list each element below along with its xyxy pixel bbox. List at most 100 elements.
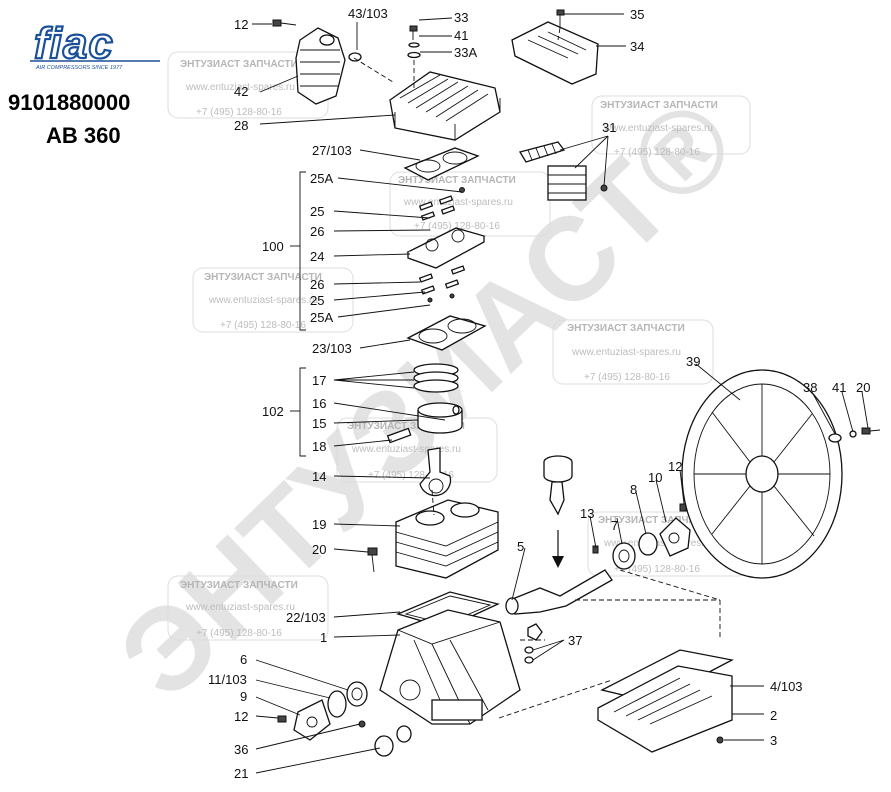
svg-text:+7 (495) 128-80-16: +7 (495) 128-80-16 (584, 372, 670, 383)
callout: 25A (310, 310, 333, 325)
piston-pin (386, 427, 412, 444)
filter (518, 141, 608, 201)
callout: 27/103 (312, 143, 352, 158)
flywheel-pulley (681, 369, 843, 579)
valve-set (418, 187, 466, 303)
callout: 10 (648, 470, 662, 485)
svg-text:www.entuziast-spares.ru: www.entuziast-spares.ru (571, 347, 681, 358)
bearing-left (277, 681, 412, 757)
pulley-fasteners (828, 427, 881, 443)
callout: 8 (630, 482, 637, 497)
callout: 23/103 (312, 341, 352, 356)
svg-text:+7 (495) 128-80-16: +7 (495) 128-80-16 (196, 628, 282, 639)
callout: 7 (611, 518, 618, 533)
svg-text:ЭНТУЗИАСТ ЗАПЧАСТИ: ЭНТУЗИАСТ ЗАПЧАСТИ (567, 323, 685, 334)
screw (556, 9, 565, 28)
callout: 41 (832, 380, 846, 395)
callout: 36 (234, 742, 248, 757)
inlet-manifold (295, 27, 346, 105)
callout: 38 (803, 380, 817, 395)
callout: 9 (240, 689, 247, 704)
head-cover (511, 21, 599, 85)
group-bracket-100 (290, 171, 306, 331)
callout: 24 (310, 249, 324, 264)
svg-text:www.entuziast-spares.ru: www.entuziast-spares.ru (208, 295, 318, 306)
callout: 18 (312, 439, 326, 454)
fiac-logo: fiac AIR COMPRESSORS SINCE 1977 (30, 18, 160, 71)
callout: 33A (454, 45, 477, 60)
watermark-box: ЭНТУЗИАСТ ЗАПЧАСТИ www.entuziast-spares.… (552, 319, 714, 385)
watermark-box: ЭНТУЗИАСТ ЗАПЧАСТИ www.entuziast-spares.… (192, 267, 354, 333)
callout: 34 (630, 39, 644, 54)
svg-text:ЭНТУЗИАСТ ЗАПЧАСТИ: ЭНТУЗИАСТ ЗАПЧАСТИ (180, 580, 298, 591)
svg-text:www.entuziast-spares.ru: www.entuziast-spares.ru (603, 123, 713, 134)
model-name: AB 360 (46, 123, 121, 148)
callout: 37 (568, 633, 582, 648)
callout: 12 (234, 17, 248, 32)
callout: 25 (310, 293, 324, 308)
callout: 22/103 (286, 610, 326, 625)
callout: 21 (234, 766, 248, 781)
callout: 3 (770, 733, 777, 748)
svg-text:www.entuziast-spares.ru: www.entuziast-spares.ru (403, 197, 513, 208)
svg-text:+7 (495) 128-80-16: +7 (495) 128-80-16 (614, 147, 700, 158)
crankshaft (505, 569, 613, 615)
piston-assembly-view (543, 455, 573, 568)
callout: 6 (240, 652, 247, 667)
head-gasket (403, 147, 480, 181)
callout: 12 (668, 459, 682, 474)
cylinder-head (389, 71, 501, 141)
svg-text:ЭНТУЗИАСТ ЗАПЧАСТИ: ЭНТУЗИАСТ ЗАПЧАСТИ (347, 421, 465, 432)
callout: 17 (312, 373, 326, 388)
callout: 20 (312, 542, 326, 557)
breather (524, 623, 543, 664)
callout: 31 (602, 120, 616, 135)
callout: 35 (630, 7, 644, 22)
oil-pan (597, 649, 734, 753)
watermark-box: ЭНТУЗИАСТ ЗАПЧАСТИ www.entuziast-spares.… (167, 575, 329, 641)
callout: 100 (262, 239, 284, 254)
svg-text:ЭНТУЗИАСТ ЗАПЧАСТИ: ЭНТУЗИАСТ ЗАПЧАСТИ (398, 175, 516, 186)
svg-text:ЭНТУЗИАСТ ЗАПЧАСТИ: ЭНТУЗИАСТ ЗАПЧАСТИ (600, 100, 718, 111)
callout: 4/103 (770, 679, 803, 694)
group-bracket-102 (290, 367, 306, 457)
callout: 25 (310, 204, 324, 219)
svg-text:www.entuziast-spares.ru: www.entuziast-spares.ru (185, 82, 295, 93)
callout: 12 (234, 709, 248, 724)
callout: 11/103 (208, 672, 247, 687)
piston-rings (413, 363, 459, 393)
callout: 1 (320, 630, 327, 645)
callout: 26 (310, 277, 324, 292)
watermark-box: ЭНТУЗИАСТ ЗАПЧАСТИ www.entuziast-spares.… (336, 417, 498, 483)
svg-text:+7 (495) 128-80-16: +7 (495) 128-80-16 (368, 470, 454, 481)
bolt (367, 547, 378, 573)
callout: 16 (312, 396, 326, 411)
svg-text:ЭНТУЗИАСТ ЗАПЧАСТИ: ЭНТУЗИАСТ ЗАПЧАСТИ (204, 272, 322, 283)
callout: 14 (312, 469, 326, 484)
callout-labels: 12 43/103 33 41 33A 35 34 42 28 31 27/10… (208, 6, 870, 781)
callout: 43/103 (348, 6, 388, 21)
callout: 2 (770, 708, 777, 723)
svg-text:AIR COMPRESSORS SINCE 1977: AIR COMPRESSORS SINCE 1977 (35, 65, 123, 71)
watermark-box: ЭНТУЗИАСТ ЗАПЧАСТИ www.entuziast-spares.… (591, 95, 751, 158)
gasket (348, 52, 362, 62)
svg-text:+7 (495) 128-80-16: +7 (495) 128-80-16 (196, 107, 282, 118)
cylinder-gasket (406, 315, 487, 351)
callout: 26 (310, 224, 324, 239)
svg-text:ЭНТУЗИАСТ ЗАПЧАСТИ: ЭНТУЗИАСТ ЗАПЧАСТИ (180, 59, 298, 70)
model-code: 9101880000 (8, 90, 130, 115)
svg-text:ЭНТУЗИАСТ ЗАПЧАСТИ: ЭНТУЗИАСТ ЗАПЧАСТИ (598, 515, 716, 526)
valve-plate (406, 227, 486, 269)
callout: 5 (517, 539, 524, 554)
leader-lines (252, 13, 869, 774)
screw (272, 19, 297, 27)
callout: 33 (454, 10, 468, 25)
cylinder (395, 499, 499, 579)
callout: 25A (310, 171, 333, 186)
callout: 39 (686, 354, 700, 369)
callout: 13 (580, 506, 594, 521)
bearing-right (592, 503, 691, 570)
assembly-lines (353, 27, 721, 719)
callout: 102 (262, 404, 284, 419)
